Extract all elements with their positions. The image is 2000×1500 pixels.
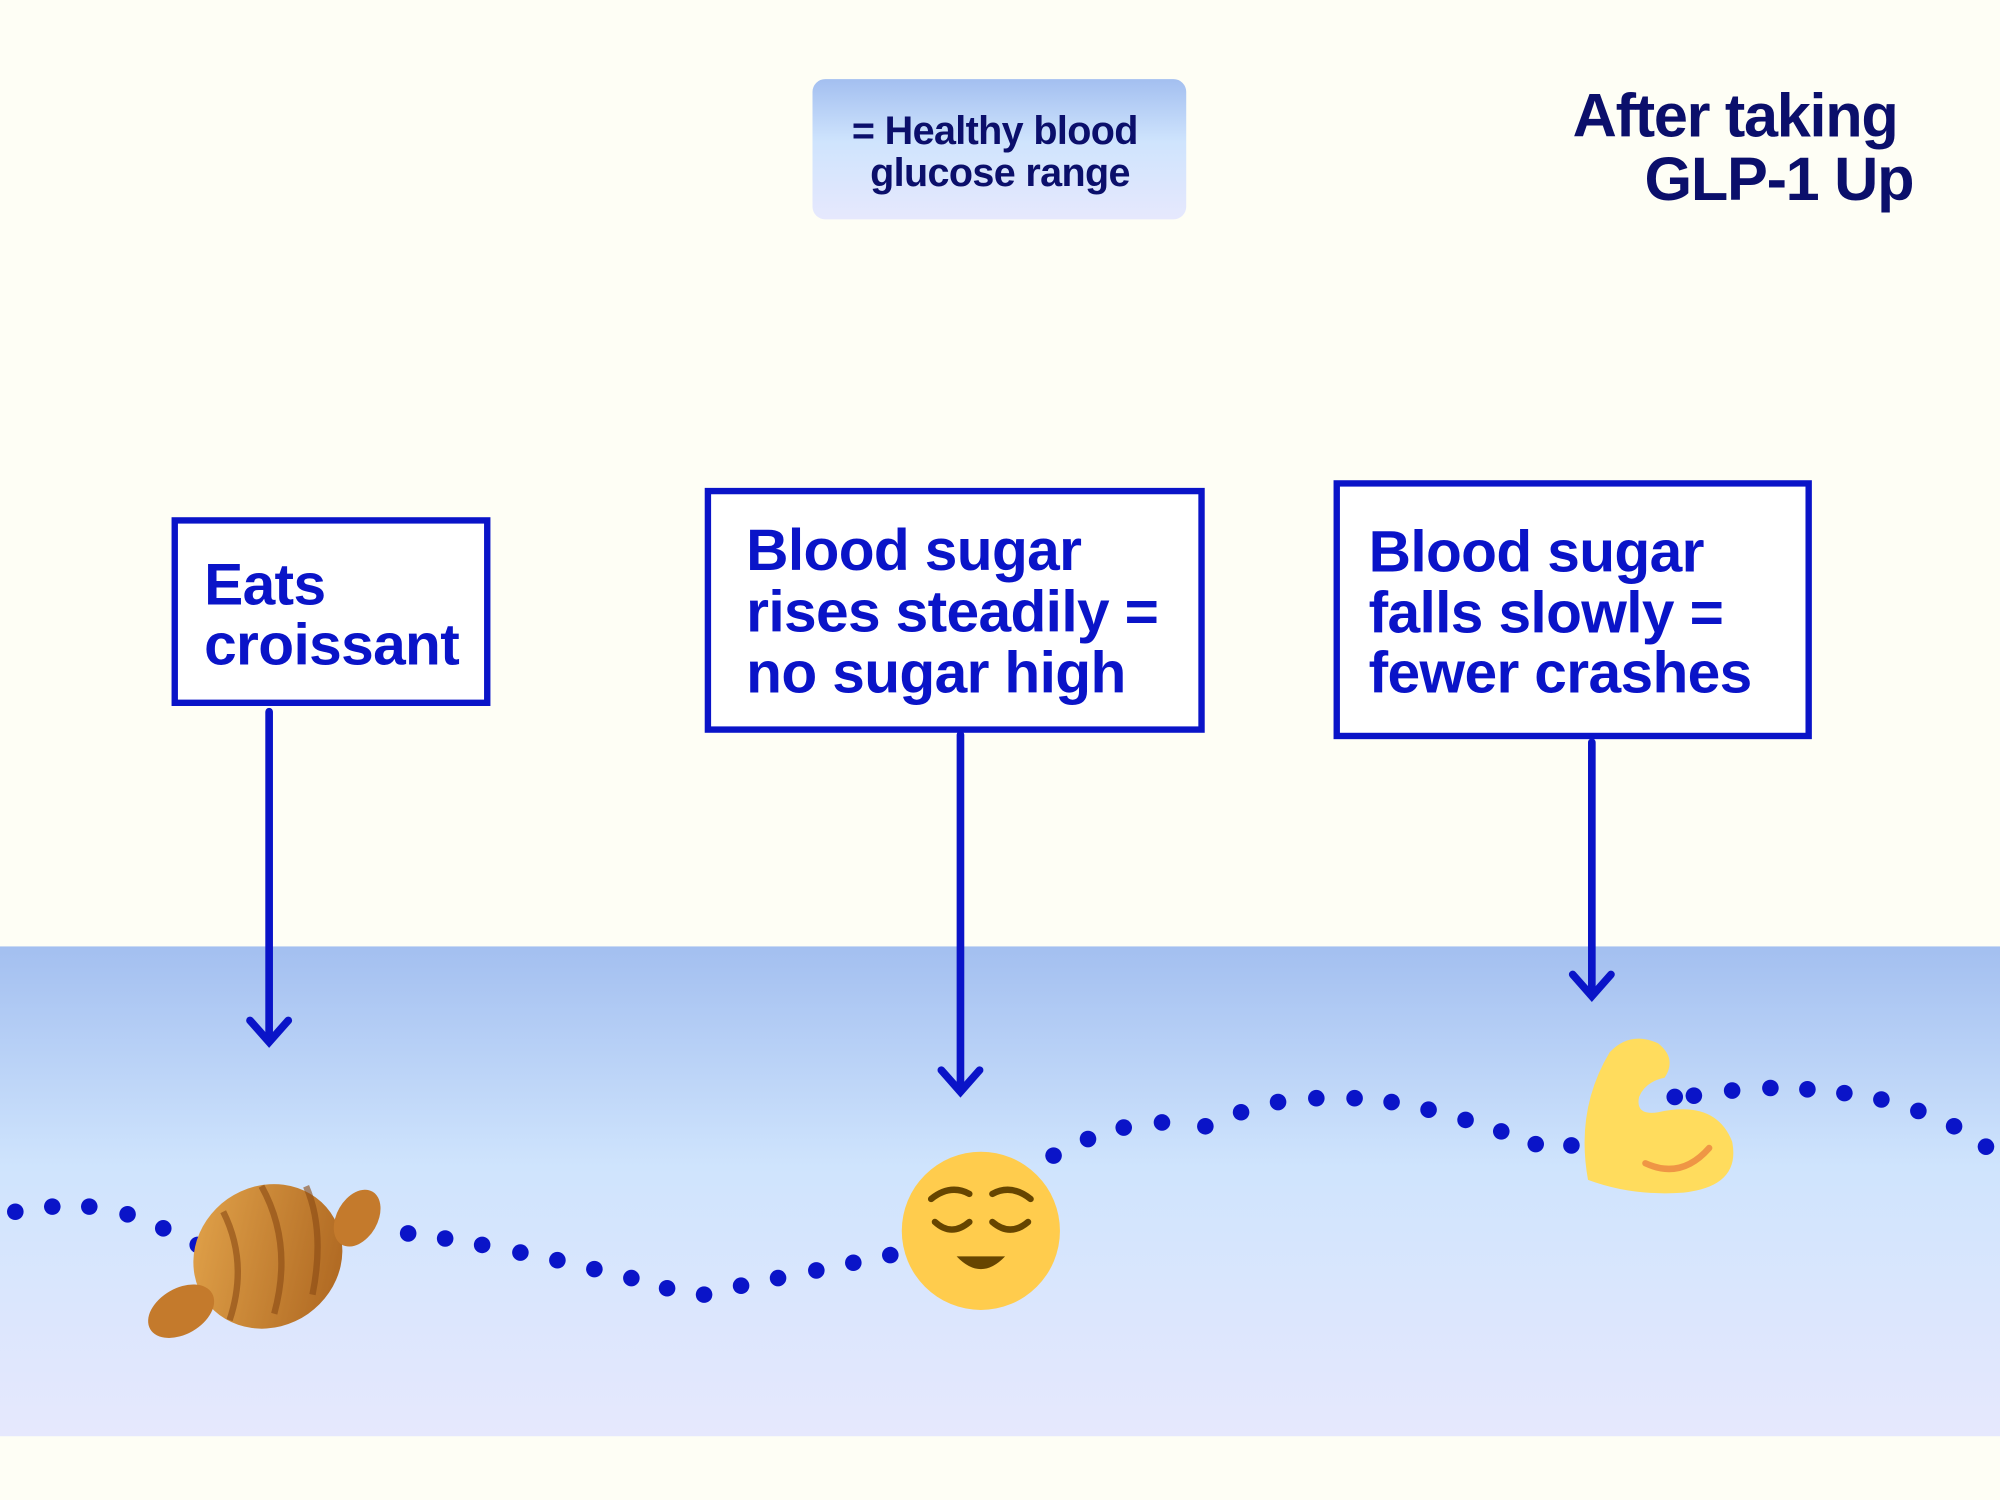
glucose-dot [1308, 1089, 1325, 1107]
glucose-dot [1977, 1138, 1995, 1155]
glucose-dot [1762, 1079, 1779, 1097]
callout-line: croissant [204, 613, 459, 678]
relieved-face-icon [901, 1151, 1060, 1310]
glucose-dot [695, 1286, 713, 1303]
glucose-dot [1666, 1088, 1684, 1106]
callout-rises-steadily: Blood sugar rises steadily = no sugar hi… [704, 487, 1205, 1098]
glucose-dot [1045, 1147, 1062, 1164]
glucose-dot [512, 1244, 529, 1261]
callout-box [1333, 480, 1812, 740]
arrow-down-icon [937, 730, 984, 1098]
glucose-dot [1232, 1103, 1250, 1121]
glucose-dot [473, 1236, 491, 1254]
callout-text: Eats croissant [204, 553, 459, 678]
glucose-dot [1079, 1130, 1097, 1148]
legend-line: glucose range [870, 151, 1130, 195]
glucose-dot [1527, 1135, 1545, 1153]
glucose-dot [1153, 1114, 1171, 1131]
glucose-dot [80, 1198, 98, 1215]
glucose-dot [1383, 1093, 1400, 1111]
glucose-dot [882, 1246, 899, 1264]
glucose-dot [586, 1260, 603, 1278]
callout-line: Blood sugar [1369, 519, 1704, 584]
glucose-dot [1420, 1101, 1437, 1118]
callout-box [704, 487, 1205, 733]
callout-text: Blood sugar falls slowly = fewer crashes [1369, 519, 1752, 705]
callout-line: no sugar high [746, 641, 1125, 706]
glucose-dot [1685, 1087, 1703, 1104]
callout-line: rises steadily = [746, 579, 1158, 644]
callout-box [171, 517, 491, 706]
arrow-down-icon [1568, 738, 1615, 1002]
callout-line: fewer crashes [1369, 641, 1752, 706]
glucose-dot [1563, 1137, 1580, 1154]
callout-eats-croissant: Eats croissant [171, 517, 491, 1048]
glucose-dot [1492, 1123, 1510, 1140]
glucose-dot [1945, 1117, 1963, 1135]
arrow-down-icon [246, 707, 293, 1048]
glucose-dot [769, 1269, 787, 1287]
glucose-dot [549, 1251, 566, 1269]
glucose-dot [119, 1205, 136, 1223]
glucose-dot [1115, 1119, 1133, 1136]
title-line: GLP-1 Up [1645, 145, 1914, 213]
glucose-dot [399, 1225, 417, 1242]
glucose-dot [1910, 1102, 1927, 1120]
glucose-dot [623, 1269, 640, 1287]
callout-text: Blood sugar rises steadily = no sugar hi… [746, 518, 1174, 705]
glucose-dot [7, 1203, 24, 1221]
glucose-dot [1197, 1117, 1214, 1135]
legend-line: = Healthy blood [852, 109, 1138, 153]
glucose-dot [436, 1230, 454, 1247]
callout-line: Eats [204, 553, 325, 618]
glucose-dot [1269, 1093, 1287, 1111]
page-title: After taking GLP-1 Up [1573, 81, 1914, 213]
croissant-icon [148, 1184, 381, 1338]
flexed-biceps-icon [1584, 1038, 1734, 1194]
glucose-dot [1873, 1091, 1890, 1108]
glucose-dot [1799, 1080, 1816, 1098]
glucose-dot [658, 1279, 676, 1297]
glucose-dot [1836, 1084, 1853, 1102]
glucose-dot [808, 1262, 825, 1279]
glucose-dot [154, 1220, 172, 1237]
glucose-dot [732, 1277, 750, 1295]
glucose-dot [44, 1198, 61, 1215]
callout-line: Blood sugar [746, 518, 1081, 583]
glucose-dot [1723, 1082, 1741, 1099]
legend-swatch [812, 79, 1187, 220]
callout-line: falls slowly = [1369, 581, 1724, 646]
callout-falls-slowly: Blood sugar falls slowly = fewer crashes [1333, 480, 1812, 1002]
glucose-dot [1457, 1111, 1474, 1129]
title-line: After taking [1573, 81, 1898, 149]
legend: = Healthy blood glucose range [812, 79, 1187, 220]
legend-text: = Healthy blood glucose range [852, 109, 1148, 195]
glucose-dot [845, 1254, 862, 1272]
glucose-dot [1346, 1089, 1363, 1107]
